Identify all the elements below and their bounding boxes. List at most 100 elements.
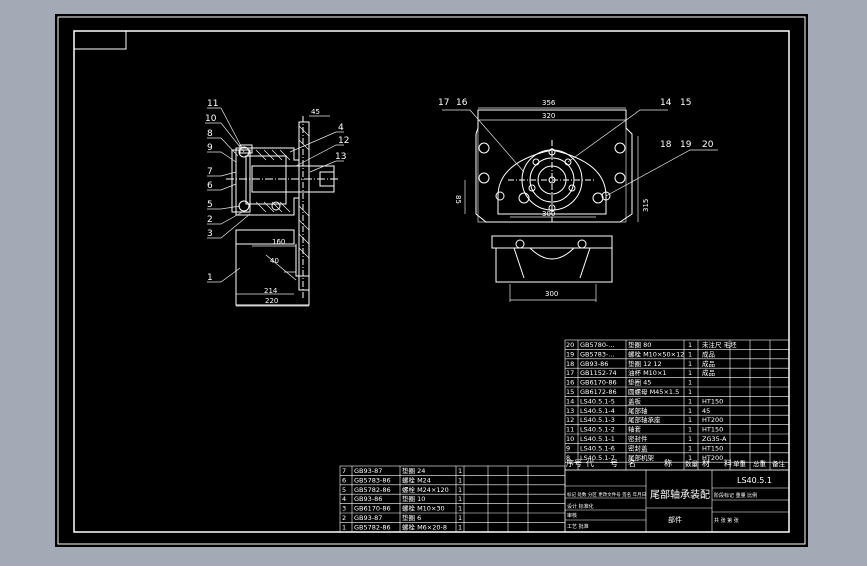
flange-hole-mr xyxy=(614,172,626,184)
dim-45: 45 xyxy=(311,108,320,116)
title-block-text: LS40.5.1 尾部轴承装配 部件 标记 处数 分区 更改文件号 签名 年月日… xyxy=(567,476,772,530)
bom-header-unitweight: 单重 xyxy=(733,459,747,468)
bom-cell-qty: 1 xyxy=(688,435,692,443)
bom-cell-code: LS40.5.1-2 xyxy=(580,426,615,434)
title-row-3: 审核 xyxy=(567,512,577,519)
bom-cell-no: 13 xyxy=(566,407,574,415)
bom-cell-qty: 1 xyxy=(688,397,692,405)
bom-cell-name: 密封件 xyxy=(628,434,648,443)
bom-cell-qty: 1 xyxy=(688,369,692,377)
drawing-title: 尾部轴承装配 xyxy=(650,488,710,501)
dim-320: 320 xyxy=(542,112,555,120)
bom-header-code: 代 xyxy=(586,458,594,468)
title-row-4: 工艺 批准 xyxy=(567,523,589,530)
bom-cell-qty: 1 xyxy=(688,444,692,452)
bom-header-name2: 称 xyxy=(664,458,672,468)
bom-cell-qty: 1 xyxy=(458,486,462,494)
bom-cell-code: LS40.5.1-3 xyxy=(580,416,615,424)
bom-cell-no: 8 xyxy=(566,454,570,462)
callout-19: 19 xyxy=(680,140,692,150)
drawing-subtitle: 部件 xyxy=(668,515,682,524)
front-view[interactable] xyxy=(475,109,633,283)
side-leaders xyxy=(205,107,344,307)
dim-40: 40 xyxy=(270,257,279,265)
callout-13: 13 xyxy=(335,152,346,162)
callout-5: 5 xyxy=(207,200,213,210)
bom-cell-code: GB6172-86 xyxy=(580,388,617,396)
base-rail xyxy=(235,229,295,245)
rail-bolt-2 xyxy=(577,239,587,249)
bom-cell-qty: 1 xyxy=(688,360,692,368)
bom-cell-name: 垫圈 45 xyxy=(628,378,651,387)
bom-cell-qty: 1 xyxy=(458,476,462,484)
bom-cell-code: GB93-86 xyxy=(354,495,382,503)
bom-header-row: 序号 代 号 名 称 数量 材 料 单重 总重 备注 xyxy=(566,458,786,468)
bom-cell-code: LS40.5.1-7 xyxy=(580,454,615,462)
bom-cell-name: 油杯 M10×1 xyxy=(628,368,667,377)
drawing-number: LS40.5.1 xyxy=(737,476,772,485)
callout-20: 20 xyxy=(702,140,714,150)
bom-cell-name: 螺栓 M10×30 xyxy=(402,504,445,513)
cover-bolt-1 xyxy=(532,158,540,166)
sheet-edge xyxy=(57,16,806,545)
callout-14: 14 xyxy=(660,98,672,108)
bearing-housing xyxy=(497,149,607,215)
dim-356: 356 xyxy=(542,99,556,107)
front-labels: 17 16 14 15 18 19 20 356 320 300 300 85 … xyxy=(438,98,714,298)
bom-cell-no: 7 xyxy=(342,467,346,475)
callout-11: 11 xyxy=(207,99,218,109)
callout-12: 12 xyxy=(338,136,349,146)
top-bolt xyxy=(238,146,250,158)
flange-hole-tr xyxy=(614,142,626,154)
callout-7: 7 xyxy=(207,167,213,177)
bom-cell-code: GB1152-74 xyxy=(580,369,617,377)
bom-cell-code: GB5782-86 xyxy=(354,486,391,494)
bom-cell-material: HT200 xyxy=(702,416,723,424)
bom-cell-material: 45 xyxy=(702,407,710,415)
bom-cell-name: 圆螺母 M45×1.5 xyxy=(628,387,679,396)
bom-cell-name: 尾部机架 xyxy=(628,453,655,462)
title-row-2: 设计 标准化 xyxy=(567,503,594,510)
front-arch xyxy=(529,247,575,260)
bom-cell-name: 密封盖 xyxy=(628,443,648,452)
mount-bolt-right xyxy=(592,192,604,204)
bom-cell-no: 4 xyxy=(342,495,346,503)
bom-cell-name: 垫圈 10 xyxy=(402,494,425,503)
bom-cell-material: ZG35-A xyxy=(702,435,727,443)
flange-hole-bl xyxy=(495,191,505,201)
mount-bolt-left xyxy=(518,192,530,204)
bom-header-qty: 数量 xyxy=(685,459,699,468)
callout-17: 17 xyxy=(438,98,449,108)
bom-cell-qty: 1 xyxy=(688,426,692,434)
bom-cell-material: 成品 xyxy=(702,359,715,368)
front-base-frame xyxy=(495,248,613,283)
bom-cell-qty: 1 xyxy=(458,467,462,475)
callout-10: 10 xyxy=(205,114,217,124)
bom-cell-no: 18 xyxy=(566,360,574,368)
bom-cell-name: 螺栓 M24 xyxy=(402,475,431,484)
bom-upper-table xyxy=(564,339,790,471)
sheet-count: 共 张 第 张 xyxy=(714,517,739,524)
bom-cell-qty: 1 xyxy=(458,505,462,513)
bom-cell-qty: 1 xyxy=(688,416,692,424)
dim-160: 160 xyxy=(272,238,285,246)
bom-cell-code: LS40.5.1-5 xyxy=(580,397,615,405)
front-base-rail xyxy=(491,235,613,249)
flange-hole-tl xyxy=(478,142,490,154)
stage-label: 阶段标记 重量 比例 xyxy=(714,492,757,499)
bom-cell-qty: 1 xyxy=(688,454,692,462)
